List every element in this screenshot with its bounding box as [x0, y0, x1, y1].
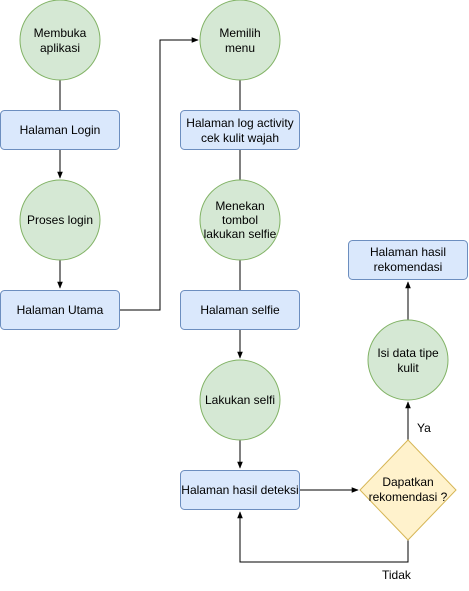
edge-label-tidak: Tidak — [382, 568, 412, 582]
node-proses-login: Proses login — [19, 179, 101, 261]
svg-text:Halaman selfie: Halaman selfie — [200, 303, 280, 317]
svg-text:Proses login: Proses login — [27, 213, 93, 227]
svg-text:Halaman Login: Halaman Login — [20, 123, 101, 137]
node-halaman-login: Halaman Login — [0, 110, 120, 150]
edge-label-ya: Ya — [417, 421, 431, 435]
edge-dapatkan-tidak-to-deteksi — [237, 511, 409, 563]
node-lakukan-selfi: Lakukan selfi — [199, 359, 281, 441]
svg-text:Halaman hasil deteksi: Halaman hasil deteksi — [181, 483, 298, 497]
node-halaman-utama: Halaman Utama — [0, 290, 120, 330]
node-halaman-hasil-deteksi: Halaman hasil deteksi — [180, 470, 300, 510]
svg-text:Halaman Utama: Halaman Utama — [17, 303, 104, 317]
edge-utama-to-menu — [120, 37, 199, 311]
svg-text:Lakukan selfi: Lakukan selfi — [205, 393, 275, 407]
node-halaman-selfie: Halaman selfie — [180, 290, 300, 330]
